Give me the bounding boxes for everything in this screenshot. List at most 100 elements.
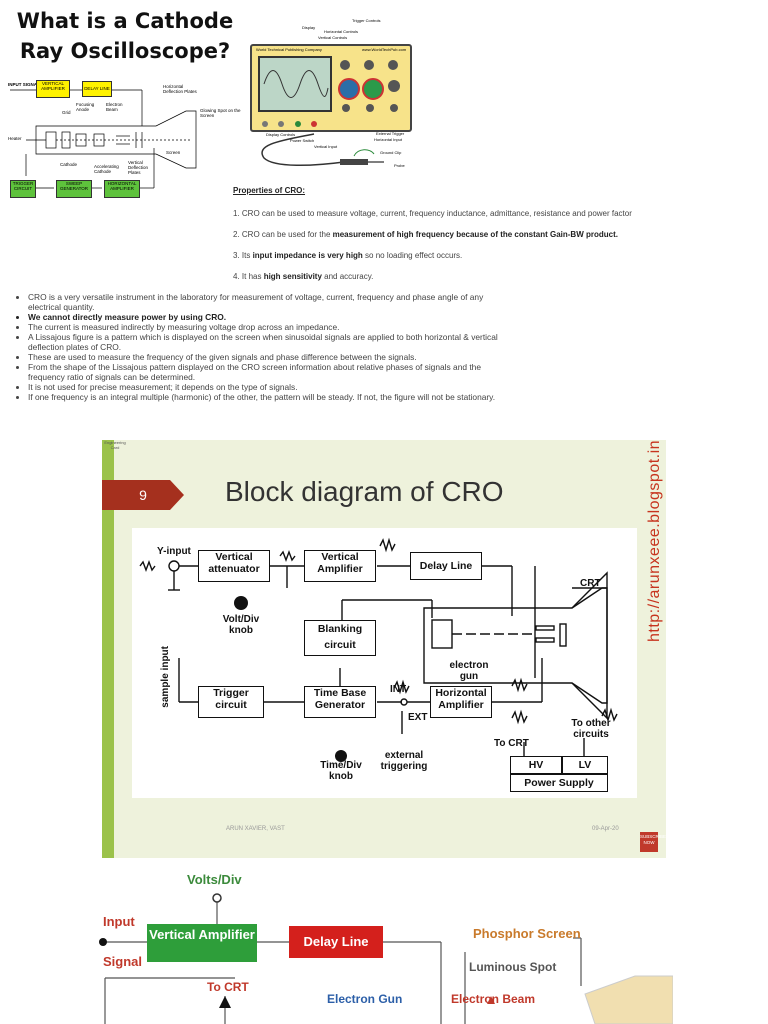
property-text: 1. CRO can be used to measure voltage, c… (233, 209, 632, 218)
sweep-generator-box: SWEEP GENERATOR (56, 180, 92, 198)
power-supply-block: Power Supply (510, 774, 608, 792)
to-crt-label: To CRT (207, 980, 249, 994)
brand-right: www.WorldTechPub.com (362, 47, 407, 52)
glowing-spot-label: Glowing Spot on the Screen (200, 108, 241, 118)
input-label: Input (103, 914, 135, 929)
luminous-spot-label: Luminous Spot (469, 960, 557, 974)
vertical-deflection-plates-label: Vertical Deflection Plates (128, 160, 149, 175)
volt-div-knob-label: Volt/Div knob (222, 614, 260, 636)
ext-label: EXT (408, 712, 428, 723)
properties-section: Properties of CRO: 1. CRO can be used to… (233, 186, 703, 293)
to-crt-label: To CRT (494, 738, 529, 749)
trigger-circuit-block: Trigger circuit (198, 686, 264, 718)
list-item: From the shape of the Lissajous pattern … (28, 362, 508, 382)
property-text: so no loading effect occurs. (362, 251, 463, 260)
cathode-label: Cathode (60, 162, 78, 167)
external-triggering-label: external triggering (380, 750, 428, 772)
delay-line-box: DELAY LINE (82, 81, 112, 97)
delay-line-block: Delay Line (410, 552, 482, 580)
probe-label: Probe (394, 163, 405, 168)
list-item: A Lissajous figure is a pattern which is… (28, 332, 508, 352)
property-bold: measurement of high frequency because of… (332, 230, 618, 239)
list-item: We cannot directly measure power by usin… (28, 312, 508, 322)
int-label: INT (390, 684, 407, 695)
ground-clip-label: Ground Clip (380, 150, 402, 155)
subscribe-badge[interactable]: SUBSCRIBE NOW (640, 832, 666, 852)
time-div-knob-label: Time/Div knob (320, 760, 362, 782)
display-controls-label: Display Controls (266, 132, 296, 137)
hv-block: HV (510, 756, 562, 774)
grid-label: Grid (62, 110, 71, 115)
vertical-amplifier-text: Vertical Amplifier (149, 927, 255, 942)
lv-block: LV (562, 756, 608, 774)
list-item: If one frequency is an integral multiple… (28, 392, 508, 402)
screen-label: Screen (166, 150, 181, 155)
vertical-amplifier-box: VERTICAL AMPLIFIER (36, 80, 70, 98)
property-text: 3. Its (233, 251, 253, 260)
property-item: 2. CRO can be used for the measurement o… (233, 230, 703, 239)
vertical-amplifier-block: Vertical Amplifier (304, 550, 376, 582)
y-input-label: Y-input (157, 546, 191, 557)
input-signal-label: INPUT SIGNAL (8, 82, 40, 87)
slide-logo: Engineering Card (104, 440, 126, 450)
property-item: 4. It has high sensitivity and accuracy. (233, 272, 703, 281)
property-item: 3. Its input impedance is very high so n… (233, 251, 703, 260)
external-trigger-label: External Trigger (376, 131, 405, 136)
vertical-controls-label: Vertical Controls (318, 35, 348, 40)
electron-gun-label: Electron Gun (327, 992, 403, 1006)
horizontal-input-label: Horizontal Input (374, 137, 403, 142)
list-item: These are used to measure the frequency … (28, 352, 508, 362)
page-title: What is a Cathode Ray Oscilloscope? (16, 9, 234, 63)
cro-block-diagram-partial: Volts/Div Input Signal Vertical Amplifie… (95, 866, 673, 1024)
delay-line-block: Delay Line (289, 926, 383, 958)
heater-label: Heater (8, 136, 22, 141)
property-text: and accuracy. (321, 272, 374, 281)
volts-div-label: Volts/Div (187, 872, 242, 887)
power-switch-label: Power Switch (290, 138, 315, 143)
vertical-input-label: Vertical Input (314, 144, 338, 149)
time-base-generator-block: Time Base Generator (304, 686, 376, 718)
slide-title: Block diagram of CRO (225, 476, 504, 507)
list-item: CRO is a very versatile instrument in th… (28, 292, 508, 312)
property-text: 2. CRO can be used for the (233, 230, 333, 239)
brand-left: World Technical Publishing Company (256, 47, 322, 52)
property-item: 1. CRO can be used to measure voltage, c… (233, 209, 703, 218)
horizontal-deflection-plates-label: Horizontal Deflection Plates (163, 84, 197, 94)
electron-beam-label: Electron Beam (106, 102, 123, 112)
slide-number: 9 (102, 480, 184, 510)
cro-construction-lines (10, 89, 197, 189)
screen-sine-wave (263, 70, 329, 98)
oscilloscope-body: World Technical Publishing Company www.W… (250, 44, 412, 132)
cro-construction-diagram: INPUT SIGNAL VERTICAL AMPLIFIER DELAY LI… (6, 76, 250, 204)
property-bold: input impedance is very high (252, 251, 363, 260)
slide-footer-author: ARUN XAVIER, VAST (226, 826, 285, 832)
display-label: Display (302, 25, 316, 30)
property-bold: high sensitivity (263, 272, 322, 281)
horizontal-amplifier-box: HORIZONTAL AMPLIFIER (104, 180, 140, 198)
phosphor-screen-label: Phosphor Screen (473, 926, 581, 941)
signal-label: Signal (103, 954, 143, 969)
oscilloscope-screen (258, 56, 332, 112)
slide-footer-date: 09-Apr-20 (592, 826, 619, 832)
bottom-diagram-lines (99, 893, 673, 1024)
focusing-anode-label: Focusing Anode (76, 102, 95, 112)
electron-beam-label: Electron Beam (451, 992, 536, 1006)
horizontal-amplifier-block: Horizontal Amplifier (430, 686, 492, 718)
accelerating-cathode-label: Accelerating Cathode (94, 164, 119, 174)
trigger-circuit-box: TRIGGER CIRCUIT (10, 180, 36, 198)
list-item: The current is measured indirectly by me… (28, 322, 508, 332)
horizontal-controls-label: Horizontal Controls (324, 29, 359, 34)
vertical-amplifier-block: Vertical Amplifier (147, 924, 257, 962)
sample-input-label: sample input (160, 646, 171, 708)
oscilloscope-device-illustration: Trigger Controls Display Horizontal Cont… (244, 16, 424, 176)
delay-line-text: Delay Line (303, 934, 369, 949)
crt-label: CRT (580, 578, 601, 589)
trigger-controls-label: Trigger Controls (352, 18, 381, 23)
slide-url: http://arunxeee.blogspot.in/ (646, 440, 663, 642)
blanking-circuit-block: Blanking circuit (304, 620, 376, 656)
block-diagram-slide: Engineering Card 9 Block diagram of CRO … (102, 440, 666, 858)
cro-facts-list: CRO is a very versatile instrument in th… (14, 292, 508, 402)
list-item: It is not used for precise measurement; … (28, 382, 508, 392)
electron-gun-label: electron gun (449, 660, 489, 682)
block-diagram-wires (139, 537, 618, 762)
